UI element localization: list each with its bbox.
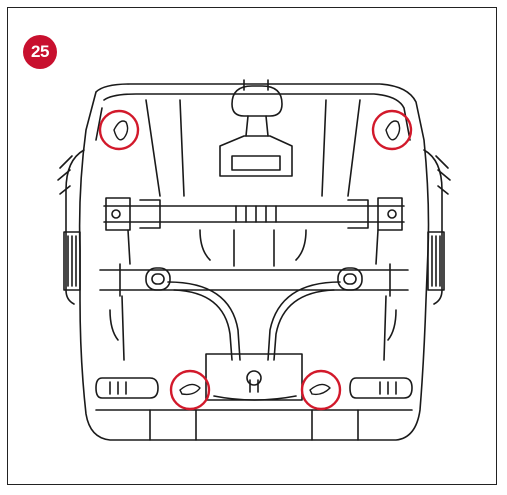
highlight-circle-top-left (98, 109, 140, 151)
highlight-circle-bottom-right (300, 369, 342, 411)
shell-outline (78, 83, 430, 441)
highlight-circle-top-right (371, 109, 413, 151)
highlight-circle-bottom-left (169, 369, 211, 411)
step-number-badge: 25 (23, 35, 57, 69)
step-number: 25 (31, 42, 49, 61)
